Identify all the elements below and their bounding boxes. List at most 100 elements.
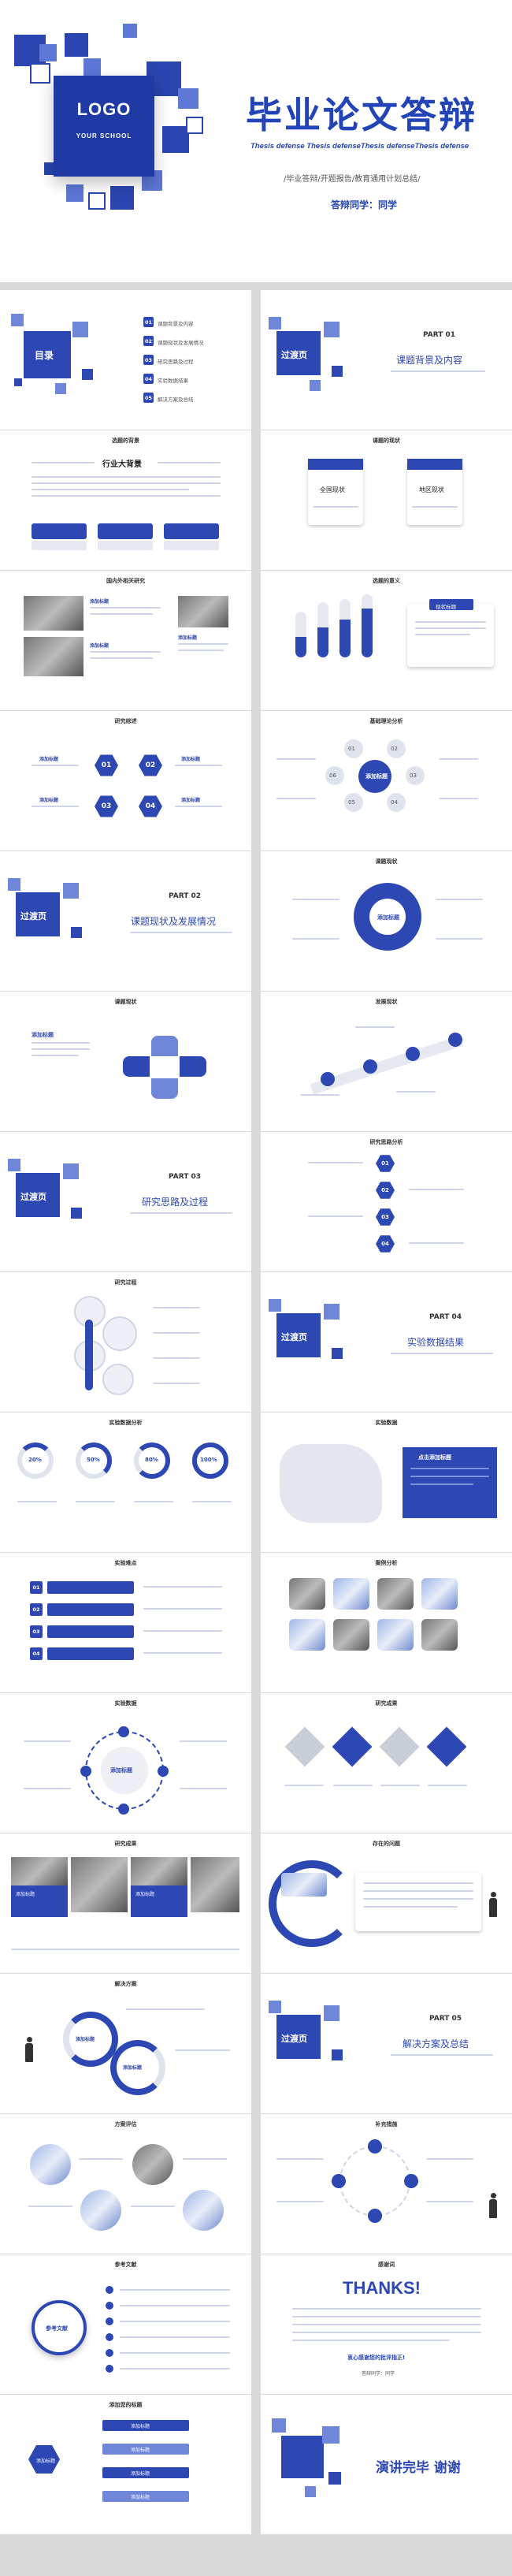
progress-ring — [192, 1442, 228, 1479]
item-title: 添加标题 — [181, 798, 201, 803]
slide-title: 选题的背景 — [112, 437, 139, 444]
slide-title: 研究过程 — [114, 1279, 137, 1286]
result-card — [11, 1885, 68, 1917]
text-placeholder-line — [308, 1215, 363, 1217]
status-card-header — [407, 459, 462, 470]
pillar-fill — [295, 637, 306, 657]
text-placeholder-line — [120, 2336, 230, 2338]
cycle-node — [118, 1726, 129, 1737]
references-badge-label: 参考文献 — [46, 2325, 68, 2332]
photo — [71, 1857, 128, 1912]
text-placeholder-line — [415, 634, 470, 635]
part-name: 研究思路及过程 — [142, 1197, 209, 1208]
text-placeholder-line — [363, 1898, 473, 1900]
photo — [191, 1857, 239, 1912]
pillar-fill — [339, 620, 351, 657]
step-03: 03 — [376, 1208, 395, 1226]
node-num: 04 — [391, 799, 398, 806]
slide-difficulties: 实验难点 01 02 03 04 — [0, 1553, 251, 1692]
text-placeholder-line — [292, 2332, 481, 2333]
text-placeholder-line — [276, 798, 316, 799]
deco-square — [269, 2001, 281, 2013]
deco-square — [178, 88, 198, 109]
text-placeholder-line — [153, 1357, 200, 1359]
item-title: 添加标题 — [90, 599, 109, 605]
title-bar-label: 添加标题 — [131, 2424, 150, 2429]
slide-part-05: 过渡页 PART 05 解决方案及总结 — [261, 1974, 512, 2113]
photo — [178, 596, 228, 627]
text-placeholder-line — [391, 370, 485, 372]
solution-ring — [110, 2040, 165, 2095]
status-label-national: 全国现状 — [320, 486, 345, 493]
toc-item-5[interactable]: 解决方案及总结 — [158, 396, 194, 403]
deco-square — [88, 192, 106, 210]
diff-bar — [47, 1647, 134, 1660]
slide-part-01: 过渡页 PART 01 课题背景及内容 — [261, 290, 512, 430]
pillar-fill — [362, 609, 373, 657]
slide-supplement: 补充措施 — [261, 2114, 512, 2254]
part-name: 解决方案及总结 — [403, 2038, 469, 2049]
result-title: 添加标题 — [16, 1892, 35, 1897]
toc-item-4[interactable]: 实验数据结果 — [158, 378, 188, 384]
toc-item-1[interactable]: 课题背景及内容 — [158, 321, 194, 327]
measure-icon — [368, 2209, 382, 2223]
title-bar — [102, 2444, 189, 2455]
puzzle-piece — [180, 1056, 206, 1077]
transition-label: 过渡页 — [281, 1332, 307, 1342]
slide-title: 方案评估 — [114, 2121, 137, 2127]
ref-bullet — [106, 2317, 113, 2325]
text-placeholder-line — [292, 2324, 481, 2325]
measure-icon — [368, 2139, 382, 2153]
toc-title: 目录 — [35, 350, 54, 361]
step-01: 01 — [376, 1155, 395, 1172]
progress-ring — [17, 1442, 54, 1479]
toc-item-3[interactable]: 研究思路及过程 — [158, 359, 194, 365]
text-placeholder-line — [90, 607, 161, 609]
ring-inner — [369, 899, 406, 935]
eval-photo — [183, 2190, 224, 2231]
thanks-heading: THANKS! — [343, 2278, 421, 2298]
text-placeholder-line — [409, 1242, 464, 1244]
deco-square — [82, 369, 93, 380]
text-placeholder-line — [333, 1785, 373, 1786]
toc-item-2[interactable]: 课题现状及发展情况 — [158, 340, 204, 346]
logo-subtext: YOUR SCHOOL — [76, 132, 132, 140]
text-placeholder-line — [130, 1212, 232, 1214]
deco-square — [63, 1163, 79, 1179]
text-placeholder-line — [131, 2206, 175, 2207]
info-panel-title: 点击添加标题 — [418, 1454, 451, 1461]
text-placeholder-line — [90, 651, 161, 653]
slide-references: 参考文献 参考文献 — [0, 2254, 251, 2394]
text-placeholder-line — [153, 1383, 200, 1384]
toc-title-box — [24, 331, 71, 378]
slide-title: 感谢词 — [378, 2261, 395, 2268]
text-placeholder-line — [32, 489, 189, 490]
slide-title: 添加您的标题 — [109, 2402, 143, 2408]
progress-value: 80% — [145, 1457, 158, 1463]
slide-title: 课题现状 — [114, 999, 137, 1005]
thanks-subtitle: 衷心感谢您的批评指正! — [347, 2355, 406, 2361]
theory-node-04 — [387, 793, 406, 812]
process-circle — [102, 1364, 134, 1395]
deco-square — [123, 24, 137, 38]
transition-box — [276, 331, 321, 375]
eval-photo — [30, 2144, 71, 2185]
text-placeholder-line — [363, 1890, 473, 1892]
part-name: 课题现状及发展情况 — [131, 916, 217, 927]
text-placeholder-line — [153, 1307, 200, 1308]
slide-background: 选题的背景 行业大背景 — [0, 430, 251, 570]
text-placeholder-line — [76, 1501, 115, 1502]
text-placeholder-line — [410, 1468, 489, 1469]
text-placeholder-line — [120, 2305, 230, 2306]
icon-ring — [339, 2146, 410, 2217]
transition-box — [16, 892, 60, 936]
text-placeholder-line — [90, 613, 153, 615]
transition-label: 过渡页 — [20, 1192, 46, 1202]
slide-evaluation: 方案评估 — [0, 2114, 251, 2254]
center-label: 添加标题 — [365, 773, 388, 780]
status-card-header — [308, 459, 363, 470]
slide-part-04: 过渡页 PART 04 实验数据结果 — [261, 1272, 512, 1412]
text-placeholder-line — [439, 798, 478, 799]
industry-background: 行业大背景 — [102, 460, 142, 469]
